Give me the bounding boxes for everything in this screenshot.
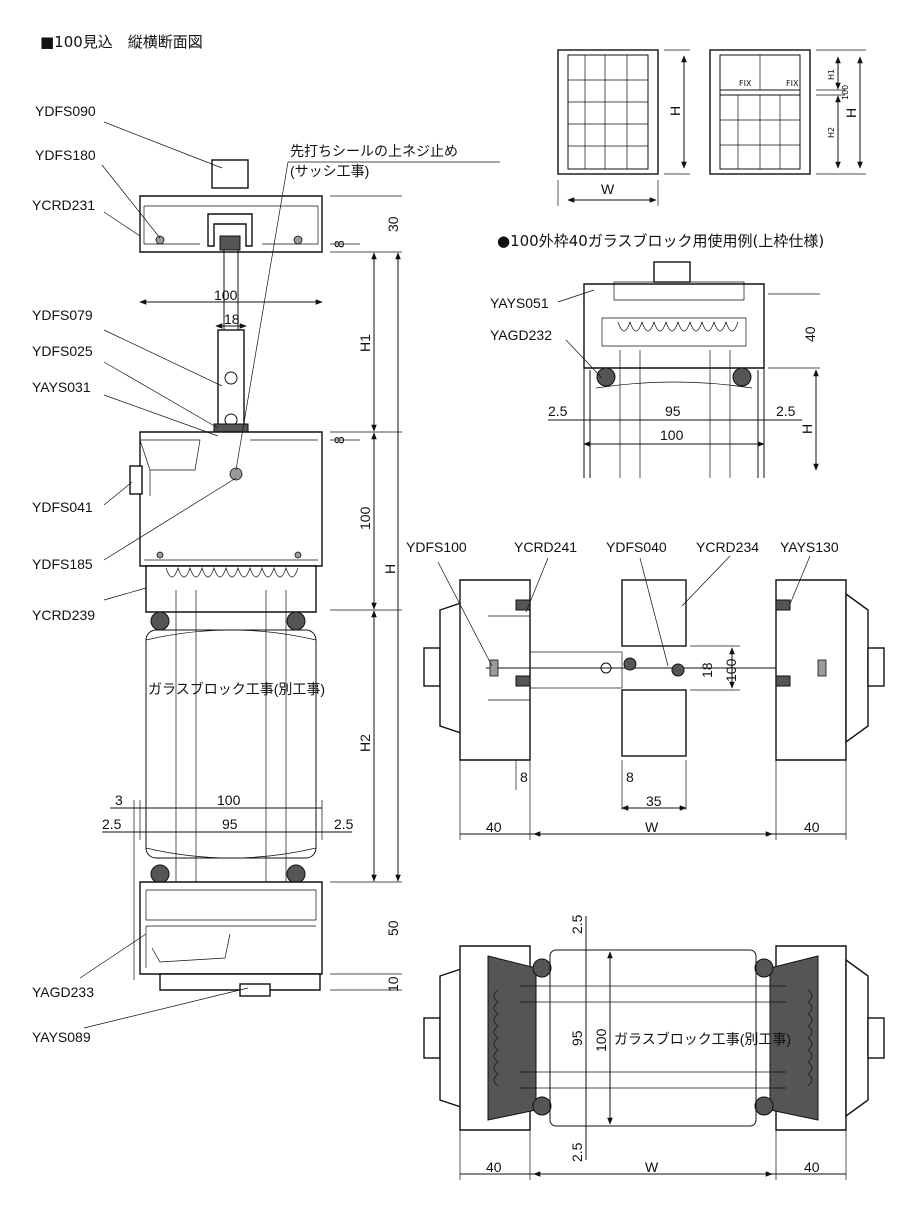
label-ydfs040: YDFS040: [606, 539, 667, 555]
top-dim-95: 95: [665, 403, 681, 419]
b-dim-40-left: 40: [486, 1159, 502, 1175]
label-ydfs079: YDFS079: [32, 307, 93, 323]
top-detail-title: ●100外枠40ガラスブロック用使用例(上枠仕様): [497, 232, 824, 250]
label-yays031: YAYS031: [32, 379, 91, 395]
elevation-fix-right: [709, 49, 866, 175]
glass-block-label-vertical: ガラスブロック工事(別工事): [148, 681, 325, 697]
dim-h: H: [382, 564, 398, 574]
label-ycrd231: YCRD231: [32, 197, 95, 213]
h-dim-8-left: 8: [520, 769, 528, 785]
dim-8-top: 8: [331, 240, 347, 248]
elevation-h-label: H: [667, 106, 683, 116]
label-ycrd239: YCRD239: [32, 607, 95, 623]
vertical-section: [79, 121, 500, 1029]
glass-block-label-horizontal: ガラスブロック工事(別工事): [614, 1031, 791, 1047]
elevation-h2-label: H2: [827, 127, 836, 138]
dim-3: 3: [115, 792, 123, 808]
dim-50: 50: [385, 920, 401, 936]
elevation-100-label: 100: [841, 85, 850, 100]
dim-2-5-right: 2.5: [334, 816, 354, 832]
label-ydfs180: YDFS180: [35, 147, 96, 163]
dim-2-5-left: 2.5: [102, 816, 122, 832]
label-ydfs041: YDFS041: [32, 499, 93, 515]
dim-18: 18: [224, 311, 240, 327]
b-dim-2-5-bottom: 2.5: [569, 1142, 585, 1162]
label-yays130: YAYS130: [780, 539, 839, 555]
page-title: ■100見込 縦横断面図: [40, 33, 203, 51]
dim-10: 10: [385, 976, 401, 992]
label-yagd232: YAGD232: [490, 327, 552, 343]
fix-label-right: FIX: [786, 79, 799, 88]
label-yays089: YAYS089: [32, 1029, 91, 1045]
seal-note-line2: (サッシ工事): [290, 163, 369, 179]
seal-note-line1: 先打ちシールの上ネジ止め: [290, 143, 458, 159]
label-ydfs100: YDFS100: [406, 539, 467, 555]
dim-30: 30: [385, 216, 401, 232]
label-ydfs185: YDFS185: [32, 556, 93, 572]
h-dim-w: W: [645, 819, 659, 835]
b-dim-100: 100: [593, 1028, 609, 1052]
h-dim-18: 18: [699, 662, 715, 678]
horizontal-section: [423, 555, 885, 840]
h-dim-40-right: 40: [804, 819, 820, 835]
dim-100-block: 100: [217, 792, 241, 808]
b-dim-2-5-top: 2.5: [569, 914, 585, 934]
h-dim-8-right: 8: [626, 769, 634, 785]
dim-h1: H1: [357, 334, 373, 352]
top-dim-100: 100: [660, 427, 684, 443]
top-dim-40: 40: [802, 326, 818, 342]
dim-100-transom: 100: [357, 506, 373, 530]
top-detail-section: [548, 261, 820, 478]
label-ycrd234: YCRD234: [696, 539, 759, 555]
dim-100-width: 100: [214, 287, 238, 303]
h-dim-40-left: 40: [486, 819, 502, 835]
b-dim-40-right: 40: [804, 1159, 820, 1175]
fix-label-left: FIX: [739, 79, 752, 88]
dim-h2: H2: [357, 734, 373, 752]
elevation-grid-left: [557, 49, 690, 206]
top-dim-2-5-right: 2.5: [776, 403, 796, 419]
h-dim-100: 100: [723, 658, 739, 682]
top-dim-2-5-left: 2.5: [548, 403, 568, 419]
label-ycrd241: YCRD241: [514, 539, 577, 555]
elevation-h1-label: H1: [827, 69, 836, 80]
dim-95: 95: [222, 816, 238, 832]
label-yagd233: YAGD233: [32, 984, 94, 1000]
elevation-h-label-right: H: [843, 108, 859, 118]
label-yays051: YAYS051: [490, 295, 549, 311]
b-dim-w: W: [645, 1159, 659, 1175]
label-ydfs090: YDFS090: [35, 103, 96, 119]
top-dim-h: H: [799, 424, 815, 434]
bottom-section: [423, 916, 885, 1180]
h-dim-35: 35: [646, 793, 662, 809]
elevation-w-label: W: [601, 181, 615, 197]
label-ydfs025: YDFS025: [32, 343, 93, 359]
b-dim-95: 95: [569, 1030, 585, 1046]
dim-8-transom: 8: [331, 436, 347, 444]
